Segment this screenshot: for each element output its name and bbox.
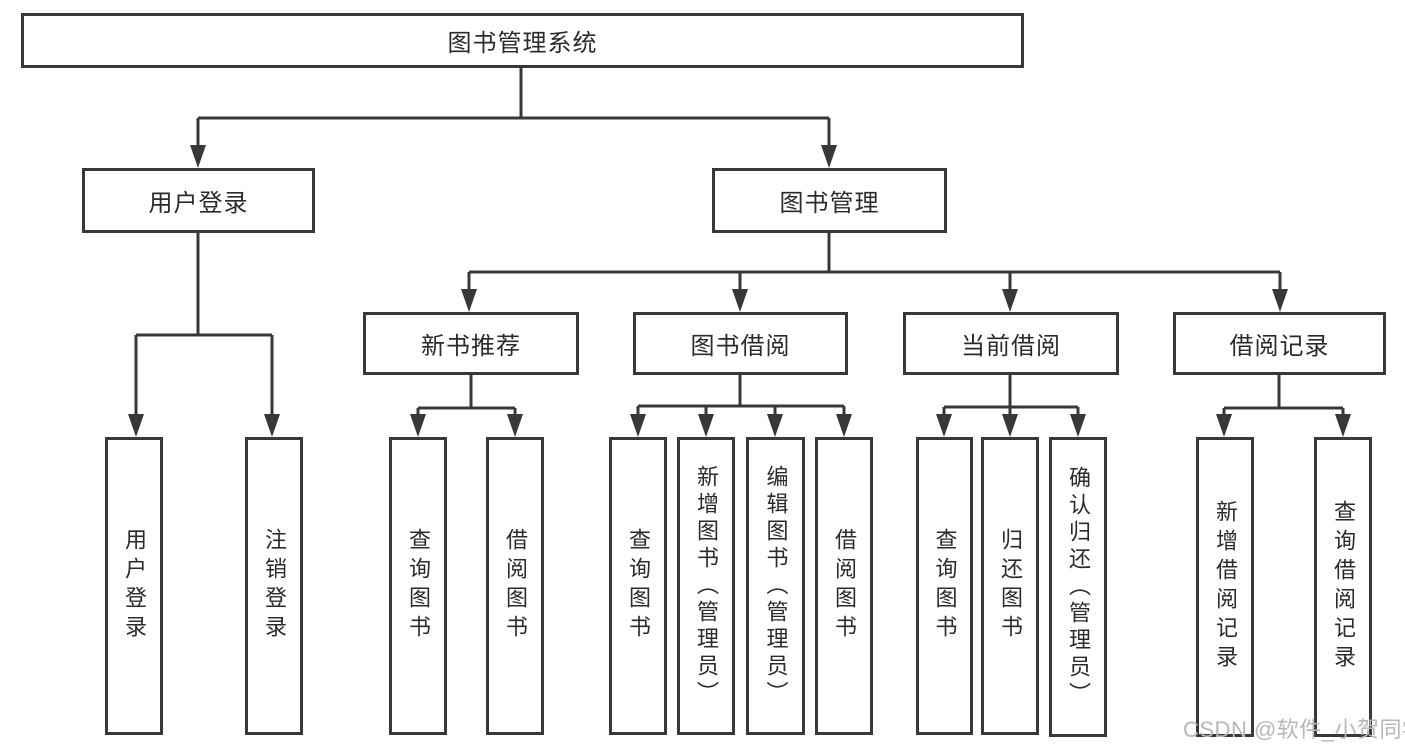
leaf-add-borrow-record-label: 新增借阅记录 <box>1213 500 1238 674</box>
connector-user-login-to-leaves <box>128 233 280 437</box>
node-book-management: 图书管理 <box>712 168 947 233</box>
node-book-borrow-label: 图书借阅 <box>690 333 791 360</box>
connector-current-borrow-to-leaves <box>936 375 1086 437</box>
node-library-system-label: 图书管理系统 <box>447 30 598 57</box>
leaf-query-borrow-record: 查询借阅记录 <box>1314 437 1372 737</box>
connector-root-to-level2 <box>190 68 837 168</box>
node-book-management-label: 图书管理 <box>779 190 880 217</box>
leaf-add-books-admin: 新增图书（管理员） <box>677 437 735 735</box>
leaf-borrow-books-recommend-label: 借阅图书 <box>503 528 528 644</box>
leaf-edit-books-admin-label: 编辑图书（管理员） <box>763 464 789 708</box>
leaf-query-books-current: 查询图书 <box>916 437 973 735</box>
leaf-borrow-books: 借阅图书 <box>815 437 873 735</box>
connector-book-borrow-to-leaves <box>630 375 852 437</box>
leaf-borrow-books-label: 借阅图书 <box>832 528 857 644</box>
leaf-logout: 注销登录 <box>245 437 303 735</box>
leaf-borrow-books-recommend: 借阅图书 <box>486 437 544 735</box>
csdn-watermark: CSDN @软件_小贺同学 <box>1183 717 1405 742</box>
node-borrow-records: 借阅记录 <box>1173 312 1386 375</box>
leaf-add-books-admin-label: 新增图书（管理员） <box>694 464 719 708</box>
leaf-return-books-label: 归还图书 <box>998 528 1023 644</box>
leaf-query-borrow-record-label: 查询借阅记录 <box>1331 500 1356 674</box>
leaf-confirm-return-admin: 确认归还（管理员） <box>1049 437 1107 737</box>
connector-book-management-to-level3 <box>461 233 1288 312</box>
leaf-query-books-borrow: 查询图书 <box>609 437 667 735</box>
node-library-system: 图书管理系统 <box>21 13 1024 68</box>
node-new-book-recommend-label: 新书推荐 <box>421 333 521 360</box>
node-user-login: 用户登录 <box>82 168 315 233</box>
leaf-query-books-recommend: 查询图书 <box>389 437 447 735</box>
leaf-query-books-current-label: 查询图书 <box>932 528 958 644</box>
leaf-query-books-recommend-label: 查询图书 <box>406 528 431 644</box>
leaf-edit-books-admin: 编辑图书（管理员） <box>746 437 805 735</box>
node-new-book-recommend: 新书推荐 <box>363 312 579 375</box>
leaf-query-books-borrow-label: 查询图书 <box>626 528 651 644</box>
leaf-user-login-label: 用户登录 <box>122 528 147 644</box>
leaf-confirm-return-admin-label: 确认归还（管理员） <box>1066 465 1091 709</box>
node-user-login-label: 用户登录 <box>148 190 249 217</box>
leaf-return-books: 归还图书 <box>981 437 1039 735</box>
connector-new-book-recommend-to-leaves <box>410 375 523 437</box>
node-borrow-records-label: 借阅记录 <box>1229 333 1330 360</box>
node-current-borrow-label: 当前借阅 <box>961 333 1061 360</box>
node-book-borrow: 图书借阅 <box>633 312 848 375</box>
leaf-user-login: 用户登录 <box>105 437 163 735</box>
node-current-borrow: 当前借阅 <box>903 312 1119 375</box>
connector-borrow-records-to-leaves <box>1216 375 1351 437</box>
leaf-add-borrow-record: 新增借阅记录 <box>1196 437 1254 737</box>
leaf-logout-label: 注销登录 <box>262 528 287 644</box>
